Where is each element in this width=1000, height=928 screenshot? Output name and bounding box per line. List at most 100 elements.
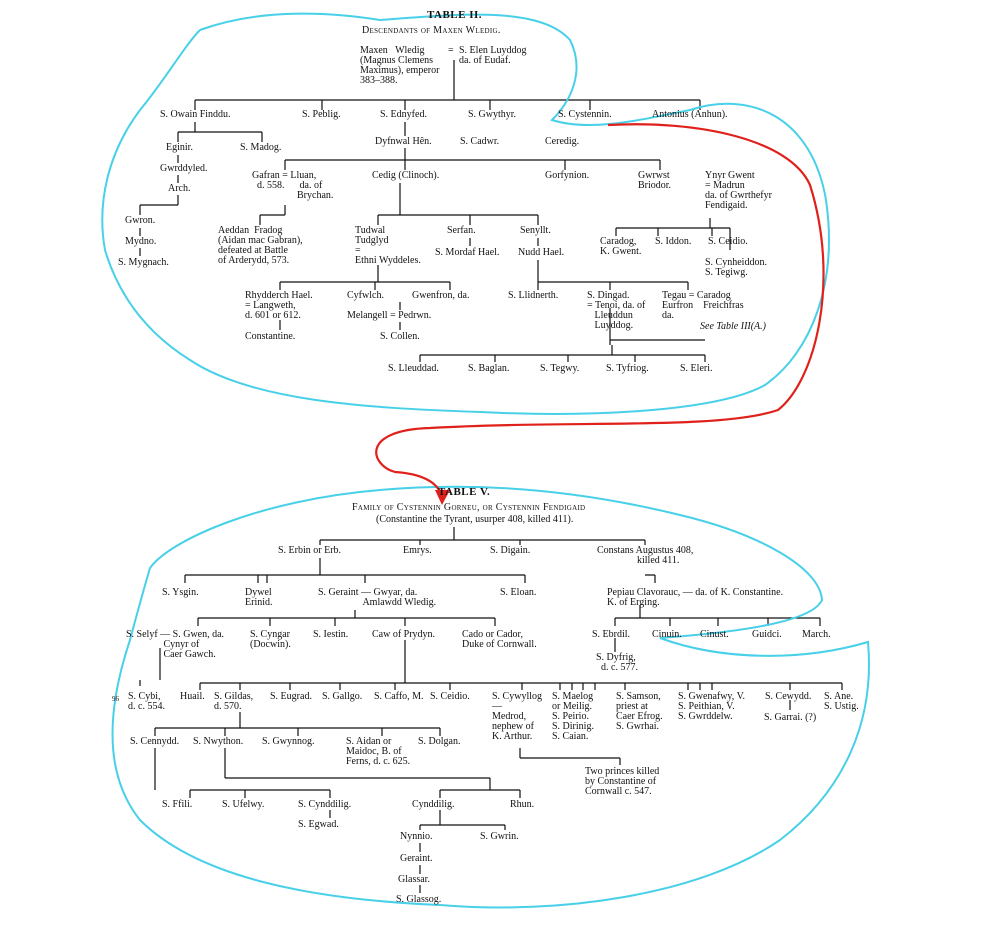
person-cinuin: Cinuin. — [652, 629, 682, 640]
person-dyfnwal: Dyfnwal Hên. — [375, 136, 432, 147]
person-llidnerth: S. Llidnerth. — [508, 290, 559, 301]
person-ysgin: S. Ysgin. — [162, 587, 199, 598]
person-cennydd: S. Cennydd. — [130, 736, 180, 747]
person-aeddan: Aeddan Fradog (Aidan mac Gabran), defeat… — [218, 225, 303, 266]
person-ynyr-gwent: Ynyr Gwent = Madrun da. of Gwrthefyr Fen… — [705, 170, 772, 211]
person-cyfwlch: Cyfwlch. — [347, 290, 384, 301]
outline-table-2 — [101, 12, 830, 415]
person-egwad: S. Egwad. — [298, 819, 339, 830]
maxen-wledig: Maxen Wledig (Magnus Clemens Maximus), e… — [360, 45, 440, 86]
person-gwron: Gwron. — [125, 215, 156, 226]
person-cewydd: S. Cewydd. — [765, 691, 812, 702]
person-gwrwst: Gwrwst Briodor. — [638, 170, 672, 191]
person-ane: S. Ane. S. Ustig. — [824, 691, 859, 712]
person-rhydderch: Rhydderch Hael. = Langweth, d. 601 or 61… — [245, 290, 313, 321]
person-gallgo: S. Gallgo. — [322, 691, 363, 702]
person-emrys: Emrys. — [403, 545, 432, 556]
person-pepiau: Pepiau Clavorauc, — da. of K. Constantin… — [607, 587, 784, 608]
person-iddon: S. Iddon. — [655, 236, 692, 247]
person-caradog-gwent: Caradog, K. Gwent. — [600, 236, 642, 257]
person-garrai: S. Garrai. (?) — [764, 712, 817, 723]
person-cadwr: S. Cadwr. — [460, 136, 500, 147]
person-cywyllog: S. Cywyllog — Medrod, nephew of K. Arthu… — [492, 691, 543, 742]
person-caw: Caw of Prydyn. — [372, 629, 436, 640]
person-eleri: S. Eleri. — [680, 363, 713, 374]
person-march: March. — [802, 629, 831, 640]
person-ednyfed: S. Ednyfed. — [380, 109, 427, 120]
person-glassog: S. Glassog. — [396, 894, 442, 905]
person-cynddilig-2: Cynddilig. — [412, 799, 455, 810]
person-maelog: S. Maelog or Meilig. S. Peirio. S. Dirin… — [552, 691, 594, 742]
person-nynnio: Nynnio. — [400, 831, 433, 842]
person-guidci: Guidci. — [752, 629, 782, 640]
person-geraint-2: Geraint. — [400, 853, 433, 864]
person-cybi: S. Cybi, d. c. 554. — [128, 691, 165, 712]
table-5-title: TABLE V. — [438, 486, 491, 498]
person-eloan: S. Eloan. — [500, 587, 537, 598]
person-tegau: Tegau = Caradog Eurfron Freichfras da. — [662, 290, 744, 321]
person-dingad: S. Dingad. = Tenoi, da. of Lleuddun Luyd… — [587, 290, 646, 331]
outline-table-5 — [111, 485, 870, 909]
person-gildas: S. Gildas, d. 570. — [214, 691, 254, 712]
person-cado: Cado or Cador, Duke of Cornwall. — [462, 629, 537, 650]
person-mygnach: S. Mygnach. — [118, 257, 169, 268]
table-2-subtitle: Descendants of Maxen Wledig. — [362, 25, 501, 36]
person-eginir: Eginir. — [166, 142, 193, 153]
person-mordaf: S. Mordaf Hael. — [435, 247, 500, 258]
person-tudwal: Tudwal Tudglyd = Ethni Wyddeles. — [355, 225, 421, 266]
person-ffili: S. Ffili. — [162, 799, 193, 810]
person-melangell: Melangell = Pedrwn. — [347, 310, 432, 321]
person-rhun: Rhun. — [510, 799, 535, 810]
person-eugrad: S. Eugrad. — [270, 691, 312, 702]
person-dolgan: S. Dolgan. — [418, 736, 461, 747]
person-cystennin: S. Cystennin. — [558, 109, 612, 120]
person-arch: Arch. — [168, 183, 191, 194]
person-lleuddad: S. Lleuddad. — [388, 363, 439, 374]
person-senyllt: Senyllt. — [520, 225, 551, 236]
person-gorfynion: Gorfynion. — [545, 170, 590, 181]
person-erbin: S. Erbin or Erb. — [278, 545, 342, 556]
person-dyfrig: S. Dyfrig, d. c. 577. — [596, 652, 638, 673]
person-gafran: Gafran = Lluan, d. 558. da. of Brychan. — [252, 170, 334, 201]
person-glassar: Glassar. — [398, 874, 430, 885]
person-digain: S. Digain. — [490, 545, 531, 556]
see-table-note: See Table III(A.) — [700, 321, 766, 332]
person-cynddilig-1: S. Cynddilig. — [298, 799, 352, 810]
person-cedig: Cedig (Clinoch). — [372, 170, 440, 181]
person-nwython: S. Nwython. — [193, 736, 244, 747]
elen-luyddog: S. Elen Luyddog da. of Eudaf. — [459, 45, 527, 66]
person-constans: Constans Augustus 408, killed 411. — [597, 545, 694, 566]
person-antonius: Antonius (Anhun). — [652, 109, 728, 120]
person-gwythyr: S. Gwythyr. — [468, 109, 517, 120]
person-ceidio-1: S. Ceidio. — [708, 236, 748, 247]
person-selyf: S. Selyf — S. Gwen, da. Cynyr of Caer Ga… — [126, 629, 225, 660]
person-aidan: S. Aidan or Maidoc, B. of Ferns, d. c. 6… — [346, 736, 411, 767]
person-cyngar: S. Cyngar (Docwin). — [250, 629, 291, 650]
person-baglan: S. Baglan. — [468, 363, 510, 374]
annotation-arrow — [375, 123, 825, 497]
person-ebrdil: S. Ebrdil. — [592, 629, 631, 640]
person-gwenfron: Gwenfron, da. — [412, 290, 470, 301]
margin-mark: 96 — [112, 695, 119, 703]
person-gwrddyled: Gwrddyled. — [160, 163, 208, 174]
person-dywel: Dywel Erinid. — [245, 587, 273, 608]
person-ceidio-2: S. Ceidio. — [430, 691, 470, 702]
person-gwenafwy: S. Gwenafwy, V. S. Peithian, V. S. Gwrdd… — [678, 691, 746, 722]
person-collen: S. Collen. — [380, 331, 420, 342]
person-gwynnog: S. Gwynnog. — [262, 736, 315, 747]
note-two-princes: Two princes killed by Constantine of Cor… — [585, 766, 660, 797]
person-constantine: Constantine. — [245, 331, 296, 342]
person-ceredig: Ceredig. — [545, 136, 580, 147]
person-iestin: S. Iestin. — [313, 629, 349, 640]
person-huail: Huail. — [180, 691, 205, 702]
table-5-subtitle: Family of Cystennin Gorneu, or Cystennin… — [352, 502, 586, 513]
person-tyfriog: S. Tyfriog. — [606, 363, 649, 374]
person-caffo: S. Caffo, M. — [374, 691, 424, 702]
person-cynheiddon: S. Cynheiddon. S. Tegiwg. — [705, 257, 767, 278]
person-geraint: S. Geraint — Gwyar, da. Amlawdd Wledig. — [318, 587, 437, 608]
person-mydno: Mydno. — [125, 236, 157, 247]
person-cinust: Cinust. — [700, 629, 729, 640]
person-peblig: S. Peblig. — [302, 109, 341, 120]
